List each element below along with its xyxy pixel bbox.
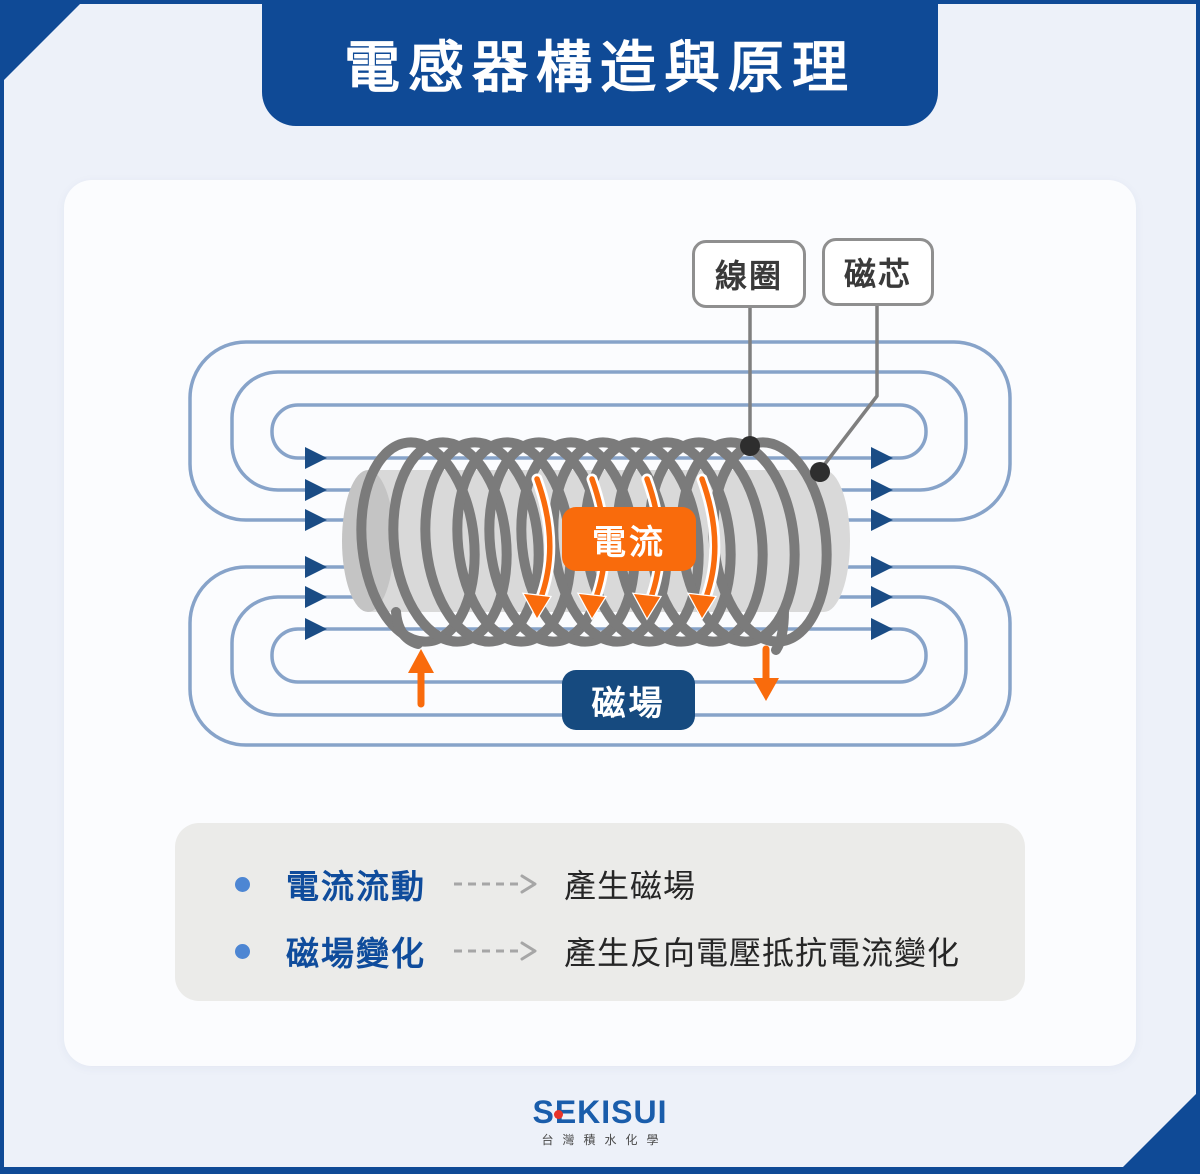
badge-field-text: 磁場 [591, 684, 666, 723]
corner-triangle-top-left [0, 0, 84, 84]
dashed-arrow-icon [454, 874, 537, 894]
badge-current-text: 電流 [592, 523, 666, 562]
legend-term: 磁場變化 [286, 935, 426, 972]
label-core-text: 磁芯 [843, 256, 912, 292]
badge-field: 磁場 [562, 670, 695, 730]
frame-border-right [1196, 0, 1200, 1174]
label-coil: 線圈 [692, 240, 806, 308]
legend-row-current: 電流流動 產生磁場 [175, 859, 1025, 909]
logo-text: SEKISUI [532, 1096, 667, 1128]
logo-red-dot-icon [554, 1110, 564, 1119]
legend-box: 電流流動 產生磁場 磁場變化 產生反向電壓抵抗電流變化 [175, 823, 1025, 1001]
footer-logo: SEKISUI 台灣積水化學 [0, 1096, 1200, 1148]
frame-border-left [0, 0, 4, 1174]
logo-part-left: S [532, 1094, 555, 1130]
logo-part-right: KISUI [577, 1094, 668, 1130]
dashed-arrow-icon [454, 941, 537, 961]
legend-row-field: 磁場變化 產生反向電壓抵抗電流變化 [175, 926, 1025, 976]
badge-current: 電流 [562, 507, 696, 571]
logo-subtext: 台灣積水化學 [541, 1133, 668, 1147]
frame-border-bottom [0, 1167, 1200, 1174]
bullet-icon [235, 943, 250, 959]
label-core: 磁芯 [822, 238, 934, 306]
label-coil-text: 線圈 [714, 258, 783, 294]
legend-desc: 產生反向電壓抵抗電流變化 [564, 935, 961, 971]
page-title: 電感器構造與原理 [344, 35, 856, 99]
logo-part-e: E [554, 1094, 578, 1130]
bullet-icon [235, 876, 250, 892]
corner-triangle-bottom-right [1116, 1090, 1200, 1174]
legend-desc: 產生磁場 [564, 868, 697, 904]
legend-term: 電流流動 [286, 868, 426, 905]
title-banner: 電感器構造與原理 [262, 0, 938, 126]
